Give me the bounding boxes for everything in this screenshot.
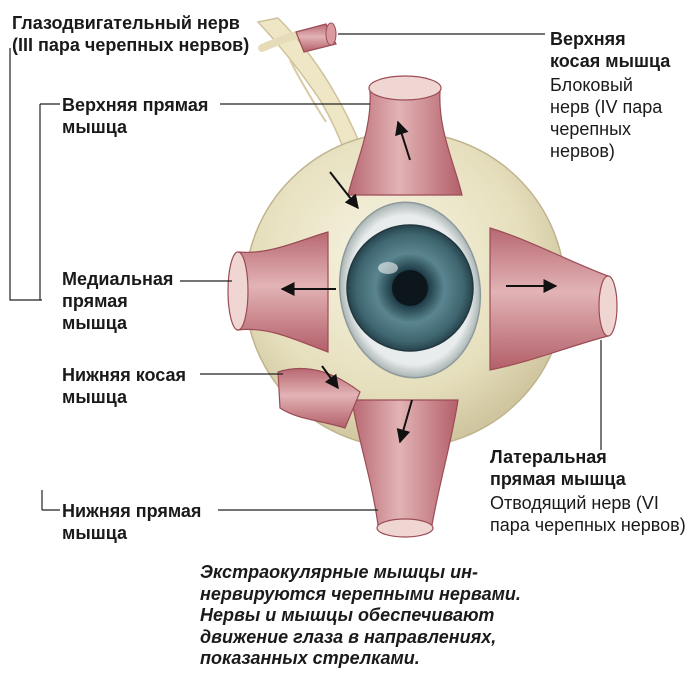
movement-arrows xyxy=(280,120,558,444)
label-medial-rectus: Медиальная прямая мышца xyxy=(62,269,174,333)
medial-rectus-muscle xyxy=(227,231,329,353)
leader-lines xyxy=(9,33,602,511)
label-lateral-rectus: Латеральная прямая мышца xyxy=(490,447,626,489)
pupil xyxy=(392,270,428,306)
label-abducens-nerve: Отводящий нерв (VI пара черепных нервов) xyxy=(490,493,686,535)
lateral-rectus-muscle xyxy=(489,227,618,371)
figure-caption: Экстраокулярные мышцы ин- нервируются че… xyxy=(200,562,521,668)
label-superior-oblique: Верхняя косая мышца xyxy=(550,29,671,71)
inferior-oblique-muscle xyxy=(277,368,361,429)
label-trochlear-nerve: Блоковый нерв (IV пара черепных нервов) xyxy=(550,75,663,161)
cornea-and-iris xyxy=(338,201,482,379)
superior-oblique-muscle xyxy=(295,22,337,53)
superior-rectus-muscle xyxy=(347,75,463,196)
label-inferior-rectus: Нижняя прямая мышца xyxy=(62,501,202,543)
inferior-rectus-muscle xyxy=(351,399,459,538)
label-inferior-oblique: Нижняя косая мышца xyxy=(62,365,186,407)
label-superior-rectus: Верхняя прямая мышца xyxy=(62,95,209,137)
label-oculomotor-nerve: Глазодвигательный нерв (III пара черепны… xyxy=(12,13,250,55)
